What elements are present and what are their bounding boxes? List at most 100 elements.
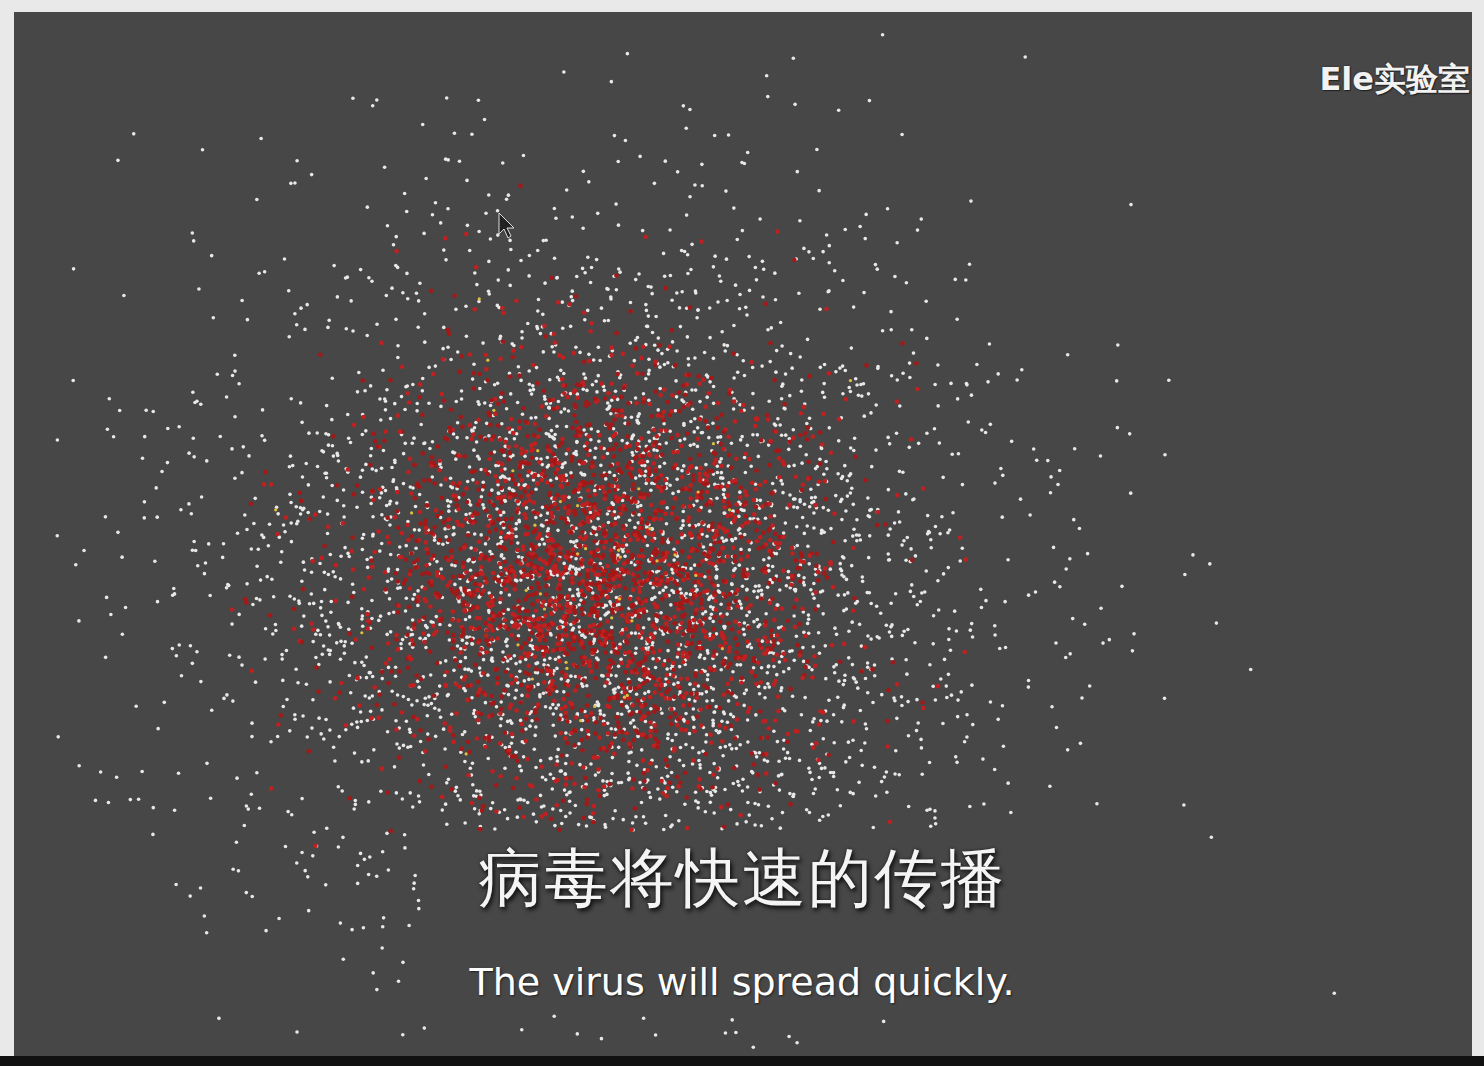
person-dot	[470, 696, 474, 700]
person-dot	[630, 631, 634, 635]
person-dot	[412, 887, 416, 891]
person-dot	[868, 534, 872, 538]
person-dot	[177, 643, 181, 647]
person-dot	[611, 817, 615, 821]
person-dot	[405, 272, 409, 276]
person-dot	[778, 660, 782, 664]
person-dot	[812, 596, 816, 600]
person-dot	[947, 627, 951, 631]
person-dot	[864, 722, 868, 726]
person-dot	[787, 464, 791, 468]
person-dot	[535, 820, 539, 824]
person-dot	[310, 726, 314, 730]
person-dot	[720, 330, 724, 334]
person-dot	[1002, 744, 1006, 748]
person-dot	[302, 560, 306, 564]
person-dot	[598, 359, 602, 363]
person-dot	[866, 496, 870, 500]
person-dot	[380, 491, 384, 495]
person-dot	[603, 389, 607, 393]
person-dot	[324, 619, 328, 623]
person-dot	[664, 441, 668, 445]
person-dot	[459, 660, 463, 664]
person-dot	[705, 534, 709, 538]
person-dot	[410, 703, 414, 707]
person-dot	[233, 369, 237, 373]
person-dot	[933, 427, 937, 431]
person-dot	[280, 550, 284, 554]
person-dot	[860, 394, 864, 398]
person-dot	[423, 1026, 427, 1030]
person-dot	[628, 777, 632, 781]
person-dot	[439, 483, 443, 487]
person-dot	[866, 634, 870, 638]
person-dot	[520, 694, 524, 698]
person-dot	[455, 436, 459, 440]
person-dot	[889, 601, 893, 605]
person-dot	[543, 658, 547, 662]
person-dot	[368, 696, 372, 700]
person-dot	[245, 582, 249, 586]
person-dot	[307, 909, 311, 913]
person-dot	[873, 663, 877, 667]
person-dot	[998, 647, 1002, 651]
person-dot	[732, 407, 736, 411]
person-dot	[844, 509, 848, 513]
person-dot	[697, 751, 701, 755]
person-dot	[682, 464, 686, 468]
person-dot	[688, 195, 692, 199]
person-dot	[413, 528, 417, 532]
person-dot	[859, 538, 863, 542]
person-dot	[488, 550, 492, 554]
person-dot	[215, 372, 219, 376]
person-dot	[382, 916, 386, 920]
person-dot	[386, 730, 390, 734]
person-dot	[770, 817, 774, 821]
person-dot	[812, 717, 816, 721]
person-dot	[55, 534, 59, 538]
person-dot	[330, 376, 334, 380]
person-dot	[722, 493, 726, 497]
person-dot	[697, 759, 701, 763]
person-dot	[360, 607, 364, 611]
person-dot	[308, 602, 312, 606]
person-dot	[519, 259, 523, 263]
person-dot	[370, 279, 374, 283]
person-dot	[366, 719, 370, 723]
person-dot	[549, 478, 553, 482]
person-dot	[463, 821, 467, 825]
person-dot	[520, 769, 524, 773]
person-dot	[289, 454, 293, 458]
person-dot	[574, 567, 578, 571]
person-dot	[698, 400, 702, 404]
person-dot	[265, 575, 269, 579]
person-dot	[807, 766, 811, 770]
person-dot	[675, 291, 679, 295]
person-dot	[724, 745, 728, 749]
person-dot	[705, 373, 709, 377]
person-dot	[359, 852, 363, 856]
person-dot	[744, 306, 748, 310]
person-dot	[388, 523, 392, 527]
person-dot	[328, 653, 332, 657]
person-dot	[300, 579, 304, 583]
person-dot	[858, 623, 862, 627]
person-dot	[695, 466, 699, 470]
person-dot	[481, 341, 485, 345]
person-dot	[744, 471, 748, 475]
person-dot	[342, 644, 346, 648]
person-dot	[850, 564, 854, 568]
person-dot	[752, 666, 756, 670]
person-dot	[708, 771, 712, 775]
person-dot	[760, 593, 764, 597]
person-dot	[708, 509, 712, 513]
person-dot	[766, 95, 770, 99]
person-dot	[775, 349, 779, 353]
person-dot	[946, 566, 950, 570]
person-dot	[955, 761, 959, 765]
person-dot	[682, 423, 686, 427]
person-dot	[424, 697, 428, 701]
person-dot	[282, 523, 286, 527]
person-dot	[845, 578, 849, 582]
person-dot	[424, 624, 428, 628]
